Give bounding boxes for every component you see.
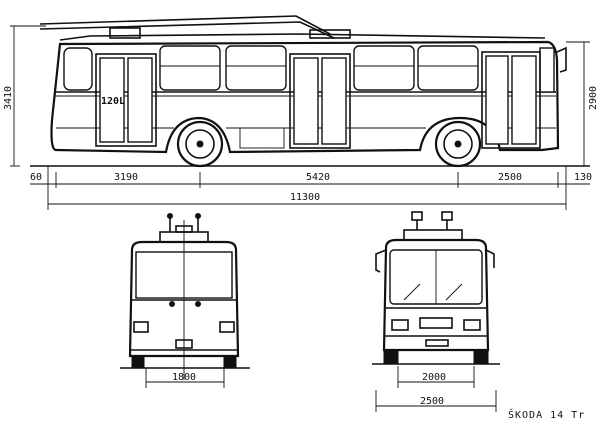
front-plate — [425, 339, 449, 347]
trolley-pole — [39, 15, 331, 35]
route-number: 120L — [101, 96, 125, 107]
wiper — [403, 283, 421, 301]
rear-view — [120, 213, 250, 380]
side-window — [225, 45, 287, 91]
side-panel — [239, 127, 285, 149]
rear-section-label: 2500 — [498, 172, 522, 183]
rear-view-dimensions: 1800 — [145, 368, 225, 388]
door-glass — [485, 55, 509, 145]
rear-overhang-label: 60 — [30, 172, 42, 183]
rear-wheel — [223, 355, 237, 369]
door-glass — [511, 55, 537, 145]
side-mirror — [556, 46, 567, 73]
front-view-dimensions: 2000 2500 — [375, 366, 497, 412]
rear-wheel — [131, 355, 145, 369]
model-caption: ŠKODA 14 Tr — [508, 408, 585, 421]
total-length-label: 11300 — [290, 192, 320, 203]
bus-body — [50, 40, 560, 154]
wiper — [445, 283, 463, 301]
door-glass — [99, 57, 125, 143]
tail-light — [133, 321, 149, 333]
side-door — [481, 51, 541, 149]
front-body — [382, 238, 490, 352]
plate — [175, 339, 193, 349]
side-mirror — [375, 249, 387, 273]
wheelbase-label: 5420 — [306, 172, 330, 183]
height-label: 3410 — [3, 86, 14, 110]
headlight — [391, 319, 409, 331]
headlight — [463, 319, 481, 331]
rear-body — [128, 240, 240, 358]
side-mirror — [485, 249, 495, 268]
side-window — [539, 47, 555, 93]
front-wheel — [473, 349, 489, 365]
track-width-label: 1800 — [172, 372, 196, 383]
door-glass — [321, 57, 347, 145]
body-height-label: 2900 — [588, 86, 599, 110]
trolley-pole — [39, 21, 335, 39]
side-door — [95, 53, 157, 147]
right-overhang-label: 130 — [574, 172, 592, 183]
front-section-label: 3190 — [114, 172, 138, 183]
door-glass — [127, 57, 153, 143]
roof-equipment — [403, 229, 463, 241]
roof-equipment — [109, 27, 141, 39]
side-view: 120L — [30, 15, 590, 168]
roof-equipment — [309, 29, 351, 39]
front-wheel — [176, 120, 224, 168]
side-window — [417, 45, 479, 91]
side-window — [353, 45, 415, 91]
side-window — [63, 47, 93, 91]
front-view — [372, 211, 500, 365]
side-dimensions: 3410 2900 60 3190 5420 2500 130 11300 — [3, 25, 599, 210]
grille — [419, 317, 453, 329]
rear-wheel — [434, 120, 482, 168]
axle-width-label: 2000 — [422, 372, 446, 383]
tail-light — [219, 321, 235, 333]
roof-equipment — [441, 211, 453, 221]
side-window — [159, 45, 221, 91]
side-door — [289, 53, 351, 149]
front-wheel — [383, 349, 399, 365]
door-glass — [293, 57, 319, 145]
roof-equipment — [411, 211, 423, 221]
total-width-label: 2500 — [420, 396, 444, 407]
roof-equipment — [59, 33, 546, 41]
